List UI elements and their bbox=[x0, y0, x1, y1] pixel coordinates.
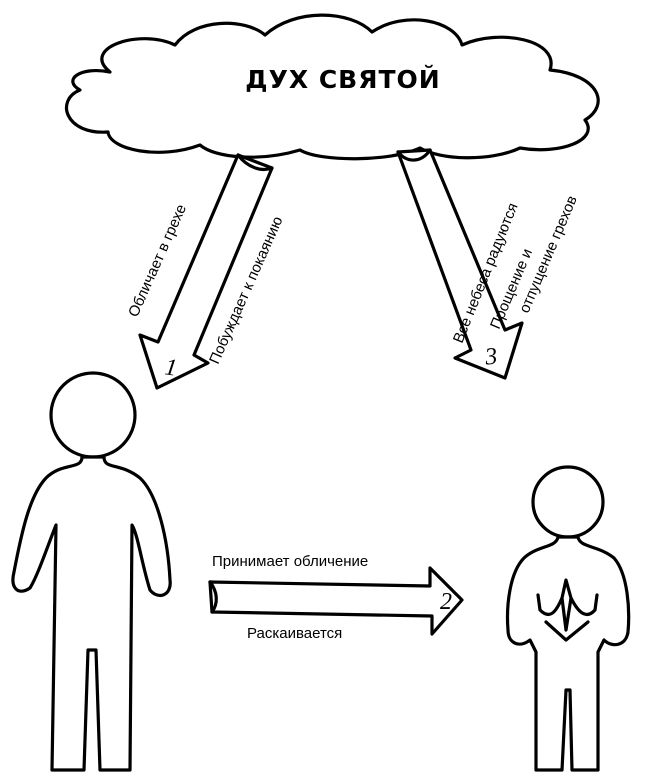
arrow-3-shape bbox=[396, 148, 524, 380]
arrow-2-label-bottom: Раскаивается bbox=[247, 625, 342, 642]
arrow-2-shape bbox=[208, 566, 464, 636]
arrow-3: 3 Все небеса радуются Прощение и отпущен… bbox=[396, 148, 581, 380]
praying-person-head bbox=[531, 465, 605, 539]
arrow-2-label-top: Принимает обличение bbox=[212, 553, 368, 570]
arrow-1-number: 1 bbox=[163, 354, 179, 381]
arrow-2-tail bbox=[208, 580, 218, 614]
arrow-3-number: 3 bbox=[483, 343, 499, 370]
arrow-3-fold bbox=[396, 148, 432, 162]
cloud-title: ДУХ СВЯТОЙ bbox=[245, 65, 440, 94]
standing-person-head bbox=[49, 371, 137, 459]
arrow-2: 2 Принимает обличение Раскаивается bbox=[208, 553, 464, 642]
standing-person-figure bbox=[11, 371, 172, 772]
standing-person-body bbox=[11, 455, 172, 772]
arrow-1-fold bbox=[236, 153, 274, 172]
holy-spirit-cloud: ДУХ СВЯТОЙ bbox=[64, 13, 600, 161]
arrow-2-number: 2 bbox=[440, 589, 452, 615]
cloud-shape bbox=[64, 13, 600, 161]
praying-hands-icon bbox=[536, 578, 599, 642]
arrow-1: 1 Обличает в грехе Побуждает к покаянию bbox=[125, 153, 287, 390]
praying-person-body bbox=[505, 535, 631, 772]
arrow-1-shape bbox=[138, 153, 274, 390]
praying-person-figure bbox=[505, 465, 631, 772]
